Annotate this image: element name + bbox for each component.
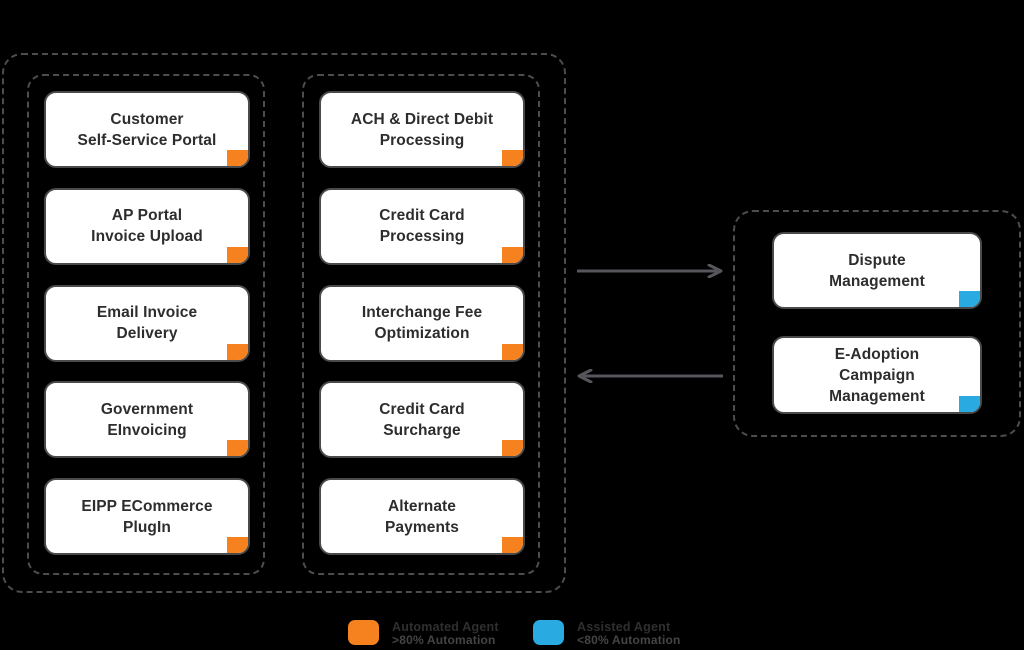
automation-tag-icon	[959, 396, 980, 412]
node-e-adoption-campaign-management: E-Adoption Campaign Management	[772, 336, 982, 414]
node-label: Alternate Payments	[384, 497, 460, 536]
node-label: Interchange Fee Optimization	[361, 304, 483, 342]
automation-tag-icon	[502, 343, 523, 360]
node-credit-card-processing: Credit Card Processing	[319, 187, 525, 265]
payments-column: ACH & Direct Debit Processing Credit Car…	[302, 74, 540, 575]
node-email-invoice-delivery: Email Invoice Delivery	[44, 284, 250, 362]
node-label: Credit Card Processing	[379, 207, 465, 246]
node-customer-self-service-portal: Customer Self-Service Portal	[44, 91, 250, 168]
automation-tag-icon	[227, 537, 248, 553]
automated-services-group: Customer Self-Service Portal AP Portal I…	[2, 53, 566, 593]
automation-tag-icon	[227, 150, 248, 166]
node-label: Dispute Management	[829, 251, 925, 290]
node-label: AP Portal Invoice Upload	[91, 207, 203, 246]
legend-text: Assisted Agent <80% Automation	[577, 617, 681, 647]
node-eipp-ecommerce-plugin: EIPP ECommerce PlugIn	[44, 478, 250, 555]
automation-tag-icon	[959, 291, 980, 307]
legend-subtitle: <80% Automation	[577, 633, 681, 647]
legend-title: Assisted Agent	[577, 620, 671, 634]
node-label: Credit Card Surcharge	[379, 400, 465, 439]
node-alternate-payments: Alternate Payments	[319, 478, 525, 555]
node-interchange-fee-optimization: Interchange Fee Optimization	[319, 284, 525, 362]
node-label: Government EInvoicing	[100, 400, 194, 439]
automation-tag-icon	[227, 343, 248, 360]
automation-tag-icon	[502, 150, 523, 166]
automation-tag-icon	[502, 246, 523, 263]
node-credit-card-surcharge: Credit Card Surcharge	[319, 381, 525, 459]
node-label: Customer Self-Service Portal	[77, 110, 217, 149]
arrow-left-icon	[576, 369, 724, 383]
node-dispute-management: Dispute Management	[772, 232, 982, 309]
legend-subtitle: >80% Automation	[392, 633, 496, 647]
legend-title: Automated Agent	[392, 620, 499, 634]
assisted-services-group: Dispute Management E-Adoption Campaign M…	[733, 210, 1021, 437]
automation-tag-icon	[227, 440, 248, 457]
invoicing-column: Customer Self-Service Portal AP Portal I…	[27, 74, 265, 575]
legend-item-automated-agent: Automated Agent >80% Automation	[348, 617, 499, 647]
arrow-right-icon	[576, 264, 724, 278]
node-ap-portal-invoice-upload: AP Portal Invoice Upload	[44, 187, 250, 265]
node-label: Email Invoice Delivery	[96, 304, 198, 342]
node-label: E-Adoption Campaign Management	[829, 345, 925, 405]
node-ach-direct-debit-processing: ACH & Direct Debit Processing	[319, 91, 525, 168]
automation-tag-icon	[227, 246, 248, 263]
legend-item-assisted-agent: Assisted Agent <80% Automation	[533, 617, 681, 647]
node-government-einvoicing: Government EInvoicing	[44, 381, 250, 459]
automation-tag-icon	[502, 537, 523, 553]
assisted-agent-swatch	[533, 620, 564, 645]
automation-tag-icon	[502, 440, 523, 457]
node-label: ACH & Direct Debit Processing	[350, 110, 494, 149]
automated-agent-swatch	[348, 620, 379, 645]
legend-text: Automated Agent >80% Automation	[392, 617, 499, 647]
node-label: EIPP ECommerce PlugIn	[81, 497, 213, 536]
